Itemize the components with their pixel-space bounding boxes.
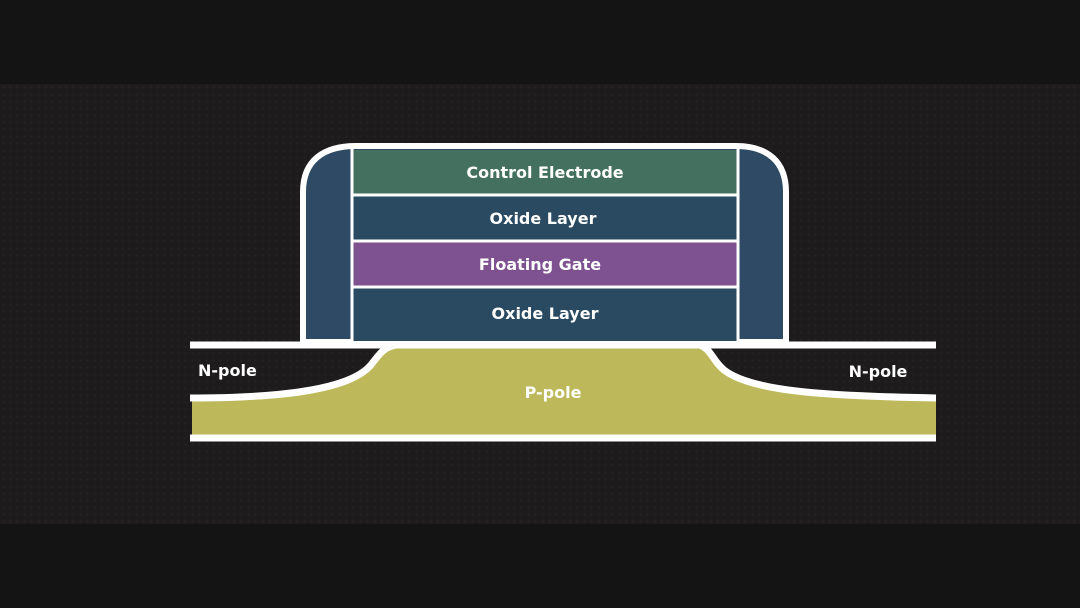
oxide-layer-top-label: Oxide Layer — [490, 209, 597, 228]
layer-dividers — [350, 148, 740, 342]
substrate-outlines — [189, 341, 937, 442]
oxide-layer-top — [352, 196, 738, 241]
control-electrode-label: Control Electrode — [466, 163, 623, 182]
oxide-layer-bottom — [352, 288, 738, 341]
floating-gate-layer — [352, 242, 738, 287]
p-pole-region — [192, 344, 936, 437]
n-pole-left-label: N-pole — [198, 361, 257, 380]
p-pole-label: P-pole — [525, 383, 582, 402]
floating-gate-label: Floating Gate — [479, 255, 601, 274]
n-pole-right-label: N-pole — [849, 362, 908, 381]
control-electrode-layer — [352, 150, 738, 195]
oxide-layer-bottom-label: Oxide Layer — [492, 304, 599, 323]
